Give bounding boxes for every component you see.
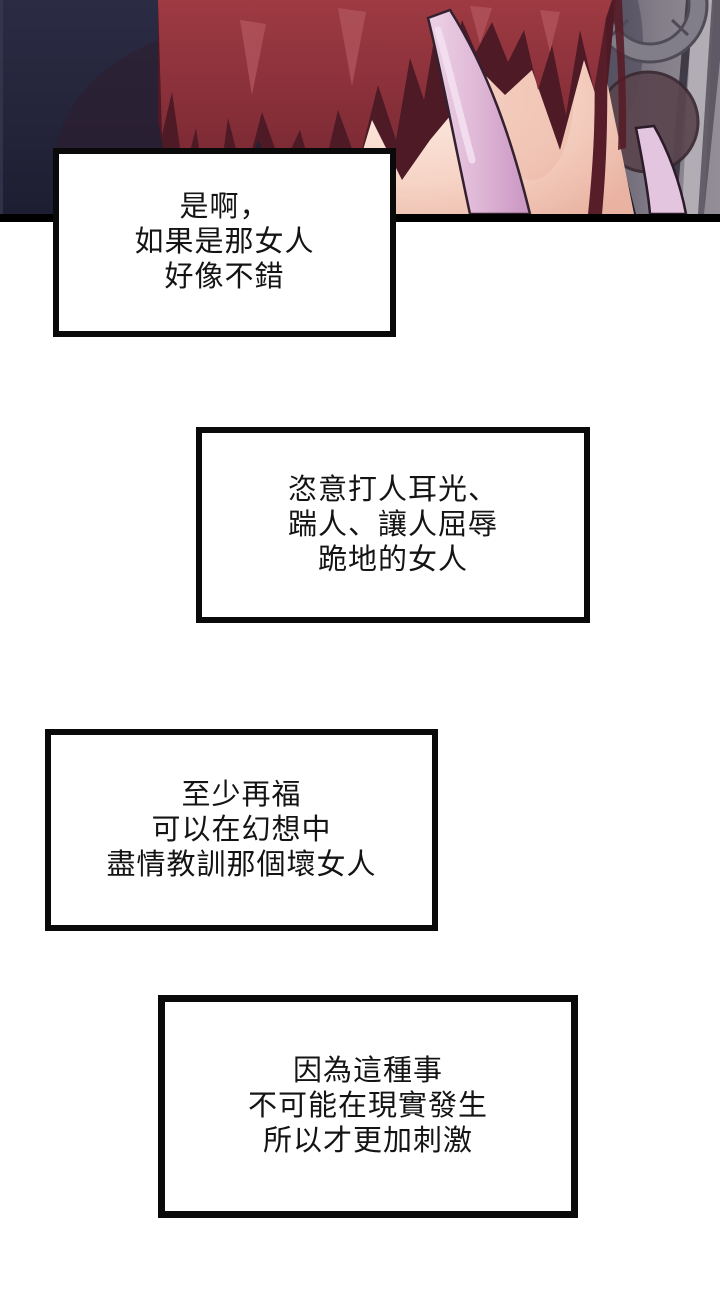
speech-box-1: 是啊， 如果是那女人 好像不錯 bbox=[53, 148, 396, 337]
speech-box-4: 因為這種事 不可能在現實發生 所以才更加刺激 bbox=[158, 995, 578, 1218]
speech-box-3: 至少再福 可以在幻想中 盡情教訓那個壞女人 bbox=[45, 729, 438, 931]
speech-line: 恣意打人耳光、 bbox=[287, 473, 498, 506]
speech-line: 不可能在現實發生 bbox=[247, 1090, 488, 1122]
speech-line: 所以才更加刺激 bbox=[262, 1125, 473, 1157]
speech-line: 踹人、讓人屈辱 bbox=[287, 508, 498, 541]
speech-line: 跪地的女人 bbox=[317, 543, 468, 576]
hair-neck-strand-thin bbox=[612, 0, 627, 150]
speech-line: 是啊， bbox=[179, 191, 270, 223]
speech-line: 好像不錯 bbox=[164, 261, 285, 293]
wall-edge-highlight bbox=[0, 0, 3, 214]
hair-neck-strand bbox=[588, 0, 608, 214]
hair-highlights bbox=[240, 6, 560, 95]
strap-highlight bbox=[434, 26, 476, 164]
speech-box-2: 恣意打人耳光、 踹人、讓人屈辱 跪地的女人 bbox=[196, 427, 590, 623]
speech-line: 至少再福 bbox=[181, 778, 302, 811]
speech-line: 如果是那女人 bbox=[134, 226, 315, 258]
hair-front-layer bbox=[158, 0, 612, 235]
speech-line: 盡情教訓那個壞女人 bbox=[106, 848, 377, 881]
wall-dark-line-2 bbox=[698, 0, 720, 214]
speech-line: 因為這種事 bbox=[292, 1055, 443, 1087]
speech-line: 可以在幻想中 bbox=[151, 813, 332, 846]
